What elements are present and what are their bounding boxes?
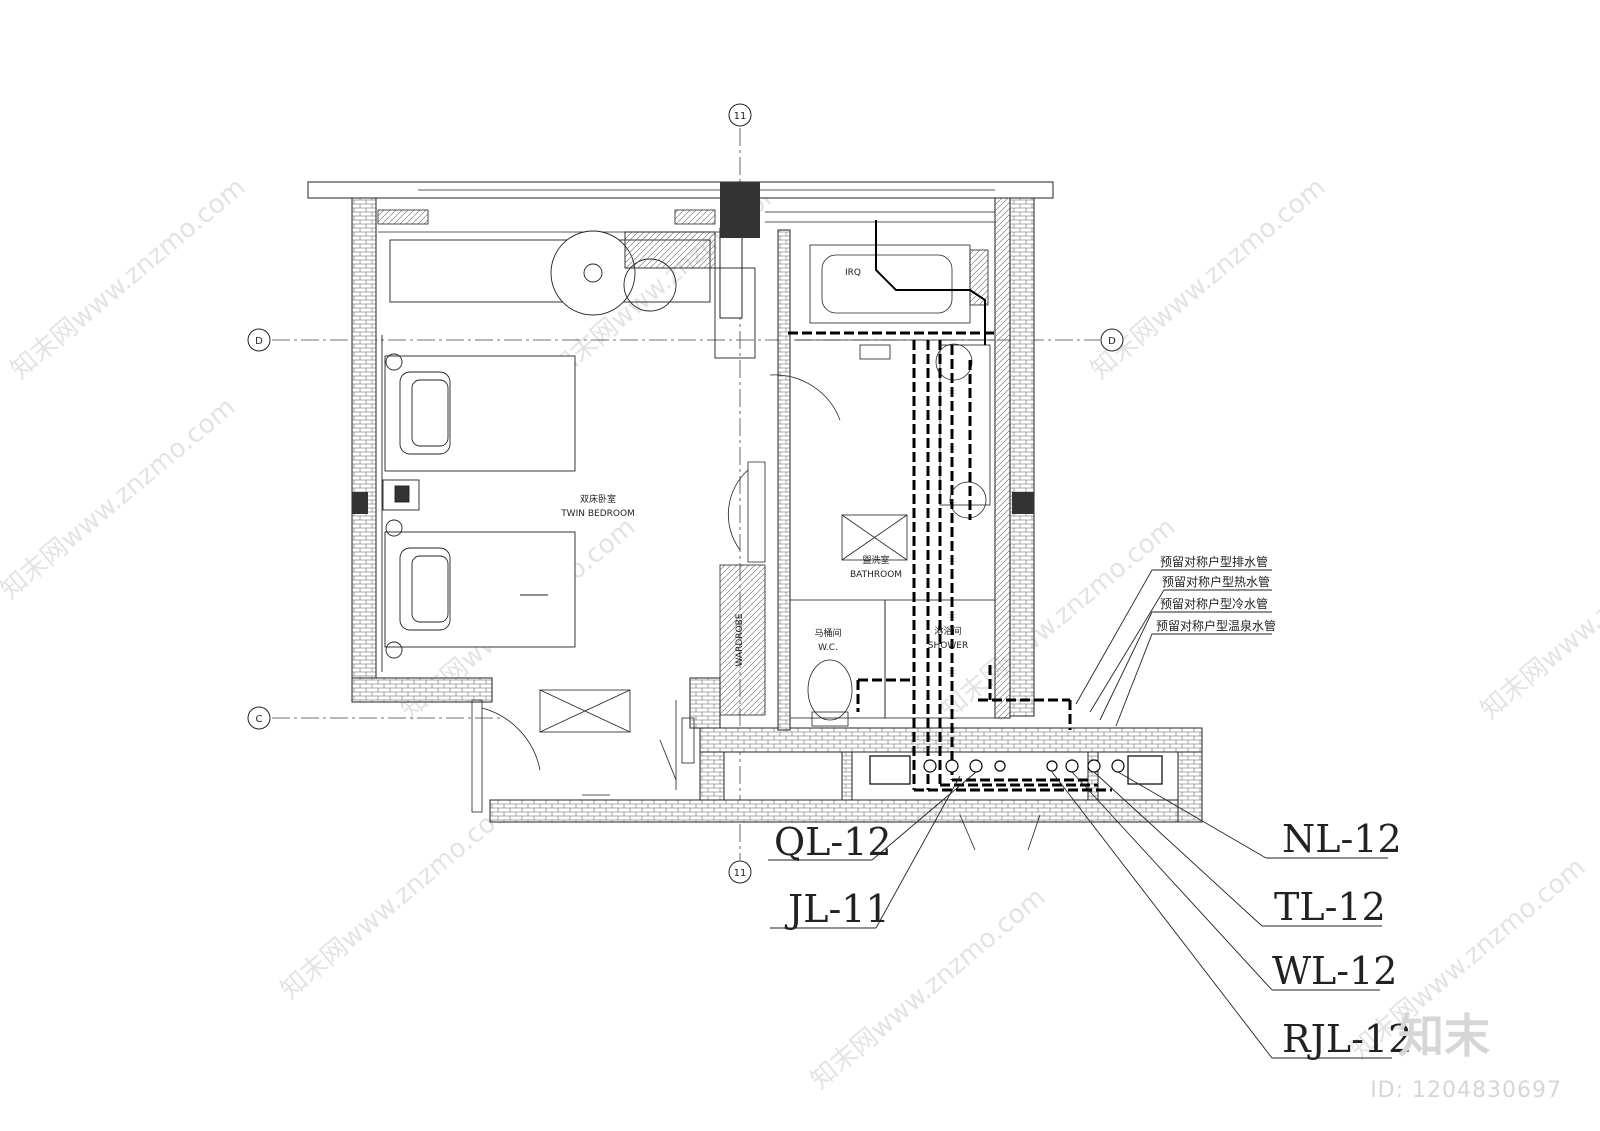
wardrobe-label: WARDROBE xyxy=(735,613,745,666)
bedroom-furniture xyxy=(381,230,756,672)
shower-label-en: SHOWER xyxy=(928,641,968,651)
axis-bubble-right-d: D xyxy=(1100,328,1124,352)
pipe-network xyxy=(788,331,1112,792)
watermark-text: 知末网www.znzmo.com xyxy=(5,172,251,385)
wc-label-en: W.C. xyxy=(818,643,838,653)
supply-line xyxy=(875,220,986,345)
riser-symbols xyxy=(869,755,1163,785)
watermark-text: 知末网www.znzmo.com xyxy=(0,392,241,605)
note-hotspring-pipe: 预留对称户型温泉水管 xyxy=(1156,618,1276,633)
bedroom-label-cn: 双床卧室 xyxy=(580,493,616,505)
pipe-label-rjl: RJL-12 xyxy=(1282,1017,1412,1061)
svg-text:D: D xyxy=(255,336,263,347)
axis-bubble-left-c: C xyxy=(247,706,271,730)
watermark-text: 知末网www.znzmo.com xyxy=(1085,172,1331,385)
note-hot-water-pipe: 预留对称户型热水管 xyxy=(1162,574,1270,589)
pipe-label-nl: NL-12 xyxy=(1282,817,1402,861)
axis-bubble-bottom: 11 xyxy=(728,860,752,884)
watermark-text: 知末网www.znzmo.com xyxy=(935,512,1181,725)
axis-bubble-left-d: D xyxy=(247,328,271,352)
note-cold-water-pipe: 预留对称户型冷水管 xyxy=(1160,596,1268,611)
watermark-text: 知末网www.znzmo.com xyxy=(275,792,521,1005)
note-drain-pipe: 预留对称户型排水管 xyxy=(1160,554,1268,569)
shower-label-cn: 淋浴间 xyxy=(934,625,961,637)
pipe-label-ql: QL-12 xyxy=(774,820,892,864)
watermark-brand: 知末 xyxy=(1398,1009,1490,1063)
watermark-id: ID: 1204830697 xyxy=(1370,1078,1562,1103)
pipe-label-wl: WL-12 xyxy=(1272,949,1398,993)
bedroom-label-en: TWIN BEDROOM xyxy=(560,509,635,519)
window-strip xyxy=(377,189,995,233)
svg-text:D: D xyxy=(1108,336,1116,347)
bathroom-label-cn: 盥洗室 xyxy=(862,554,889,566)
bathroom-label-en: BATHROOM xyxy=(850,570,902,580)
structural-columns xyxy=(352,182,1034,514)
tub-label: IRQ xyxy=(845,268,861,278)
svg-text:11: 11 xyxy=(734,111,747,122)
bathroom-fixtures xyxy=(789,244,996,727)
wc-label-cn: 马桶间 xyxy=(814,627,841,639)
axis-bubble-top: 11 xyxy=(728,103,752,127)
svg-text:C: C xyxy=(256,714,263,725)
watermark-text: 知末网www.znzmo.com xyxy=(1475,512,1600,725)
pipe-label-jl: JL-11 xyxy=(784,887,890,931)
svg-text:11: 11 xyxy=(734,868,747,879)
wardrobe-and-entry xyxy=(471,374,1041,851)
pipe-label-tl: TL-12 xyxy=(1274,885,1386,929)
leader-lines xyxy=(768,569,1392,1059)
